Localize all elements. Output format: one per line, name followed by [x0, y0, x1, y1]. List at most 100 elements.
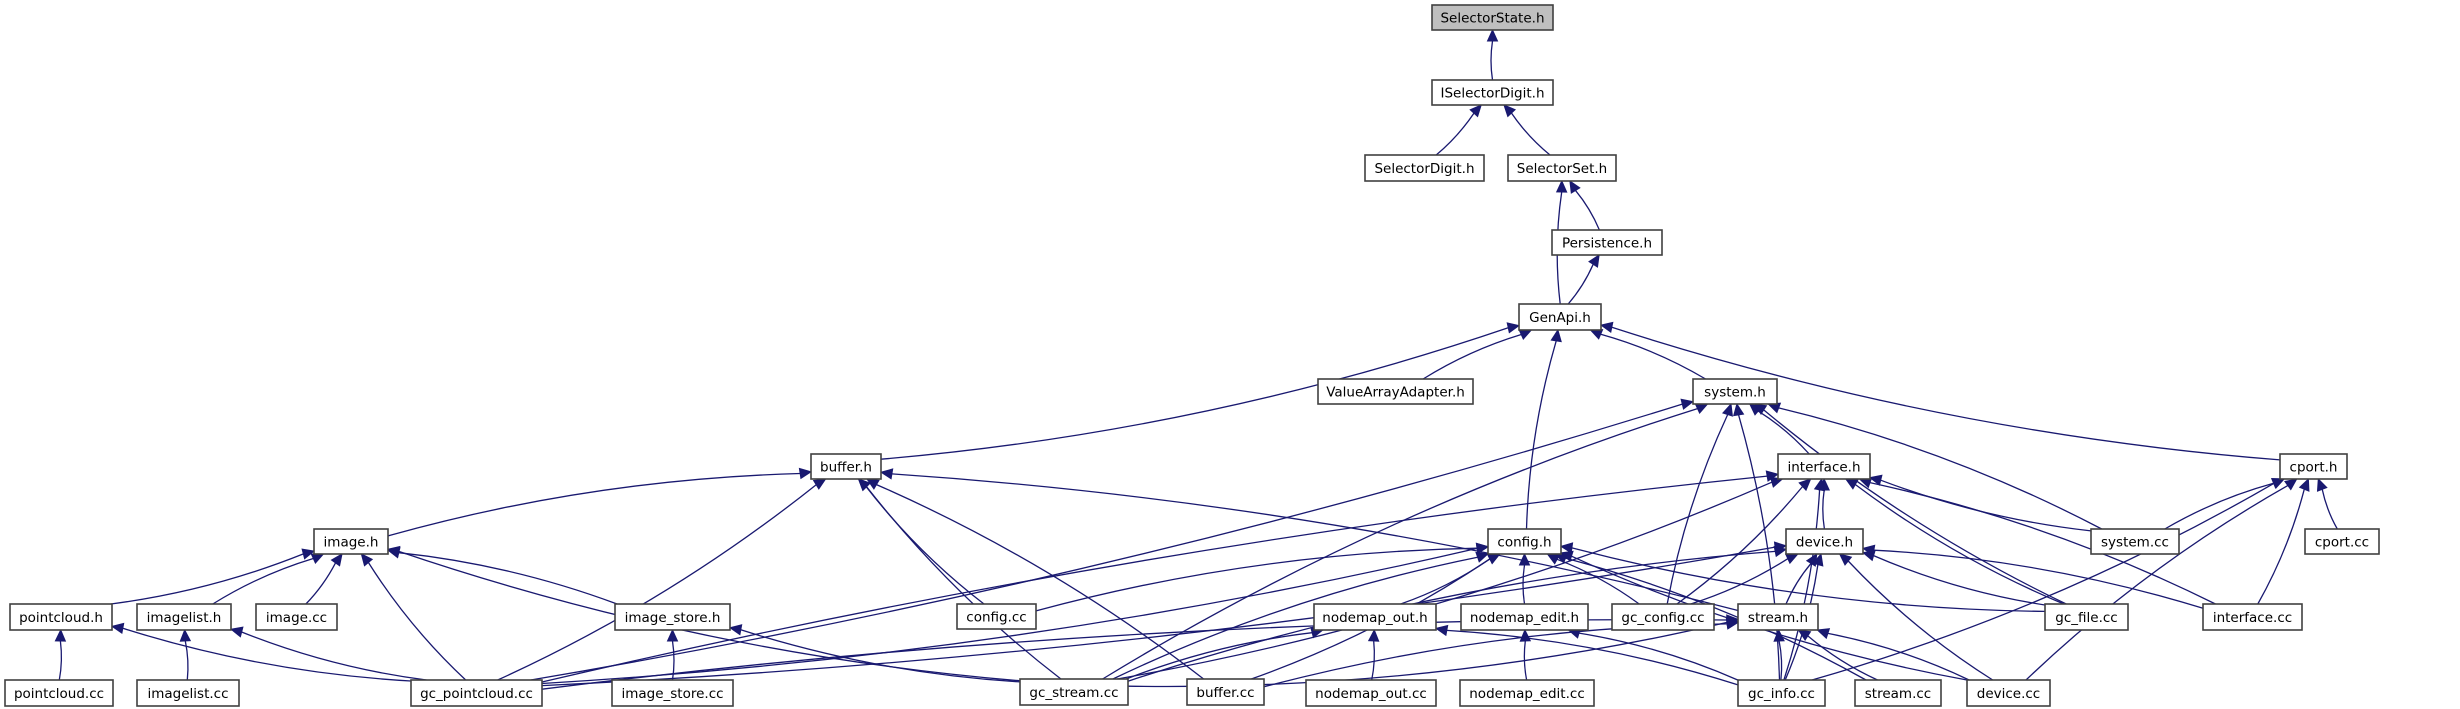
node-gc-info-cc[interactable]: gc_info.cc: [1737, 679, 1826, 707]
edge-line: [398, 552, 618, 605]
arrowhead-icon: [1844, 478, 1859, 490]
node-label: gc_stream.cc: [1029, 685, 1118, 701]
node-config-h[interactable]: config.h: [1487, 528, 1562, 555]
arrowhead-icon: [1559, 542, 1574, 554]
edge-gc-config-cc-to-device-h: [1690, 553, 1799, 605]
node-label: image_store.h: [625, 610, 721, 626]
node-label: device.h: [1796, 535, 1853, 551]
node-box: [1785, 528, 1864, 555]
arrowhead-icon: [1868, 474, 1883, 486]
node-selectorset-h[interactable]: SelectorSet.h: [1507, 154, 1617, 182]
arrowhead-icon: [1725, 618, 1740, 630]
arrowhead-icon: [1798, 478, 1812, 492]
arrowhead-icon: [1753, 403, 1768, 416]
node-valuearrayadapter-h[interactable]: ValueArrayAdapter.h: [1317, 378, 1474, 405]
node-box: [956, 603, 1037, 630]
edge-iselectordigit-h-to-selectorstate-h: [1486, 28, 1499, 81]
node-pointcloud-h[interactable]: pointcloud.h: [9, 603, 113, 631]
edge-line: [398, 550, 1021, 682]
arrowhead-icon: [1784, 553, 1799, 565]
edge-line: [1263, 623, 1728, 688]
node-device-cc[interactable]: device.cc: [1966, 679, 2051, 707]
node-nodemap-out-cc[interactable]: nodemap_out.cc: [1305, 679, 1437, 707]
node-buffer-cc[interactable]: buffer.cc: [1186, 678, 1265, 706]
edge-line: [1435, 112, 1475, 156]
node-image-store-cc[interactable]: image_store.cc: [611, 679, 734, 707]
node-label: pointcloud.cc: [14, 686, 104, 702]
node-label: buffer.cc: [1196, 685, 1254, 701]
edge-config-h-to-genapi-h: [1525, 328, 1562, 530]
arrowhead-icon: [1518, 329, 1533, 341]
node-label: imagelist.h: [147, 610, 222, 626]
node-box: [1431, 4, 1554, 31]
edge-line: [1611, 326, 2281, 461]
edge-line: [1666, 414, 1729, 605]
edge-line: [184, 640, 189, 681]
node-gc-pointcloud-cc[interactable]: gc_pointcloud.cc: [410, 679, 543, 707]
arrowhead-icon: [1469, 104, 1483, 118]
arrowhead-icon: [110, 622, 125, 635]
edge-line: [2164, 482, 2274, 530]
arrowhead-icon: [1589, 329, 1604, 340]
edge-image-store-cc-to-image-store-h: [666, 628, 679, 681]
edge-gc-stream-cc-to-image-h: [386, 545, 1021, 682]
arrowhead-icon: [857, 478, 871, 492]
node-interface-cc[interactable]: interface.cc: [2202, 603, 2303, 631]
arrowhead-icon: [1816, 628, 1831, 640]
edge-line: [1785, 562, 1812, 605]
node-pointcloud-cc[interactable]: pointcloud.cc: [4, 679, 114, 707]
node-genapi-h[interactable]: GenApi.h: [1518, 303, 1602, 331]
edge-gc-file-cc-to-device-h: [1861, 550, 2046, 606]
node-imagelist-cc[interactable]: imagelist.cc: [136, 679, 240, 707]
edge-line: [1125, 632, 1313, 680]
node-selectordigit-h[interactable]: SelectorDigit.h: [1364, 154, 1485, 182]
node-box: [2090, 528, 2180, 555]
node-image-cc[interactable]: image.cc: [255, 603, 338, 631]
node-buffer-h[interactable]: buffer.h: [810, 453, 882, 480]
edge-gc-stream-cc-to-buffer-h: [857, 478, 1062, 680]
node-label: nodemap_edit.cc: [1469, 686, 1585, 702]
edge-line: [1490, 40, 1494, 81]
node-interface-h[interactable]: interface.h: [1777, 453, 1871, 480]
arrowhead-icon: [2271, 478, 2286, 489]
node-image-store-h[interactable]: image_store.h: [614, 603, 731, 631]
node-cport-h[interactable]: cport.h: [2279, 453, 2348, 480]
node-gc-stream-cc[interactable]: gc_stream.cc: [1019, 678, 1129, 706]
node-system-h[interactable]: system.h: [1692, 378, 1778, 405]
edge-line: [1112, 556, 1478, 680]
node-box: [1364, 154, 1485, 182]
edge-line: [110, 553, 304, 605]
node-device-h[interactable]: device.h: [1785, 528, 1864, 555]
edge-line: [1827, 632, 1970, 681]
edge-line: [1117, 481, 1773, 680]
edge-nodemap-edit-h-to-config-h: [1518, 552, 1531, 605]
node-image-h[interactable]: image.h: [313, 528, 389, 555]
node-box: [4, 679, 114, 707]
node-cport-cc[interactable]: cport.cc: [2304, 528, 2380, 555]
node-system-cc[interactable]: system.cc: [2090, 528, 2180, 555]
node-box: [1460, 603, 1589, 631]
nodes-layer: SelectorState.hISelectorDigit.hSelectorD…: [4, 4, 2380, 707]
edge-line: [1371, 640, 1376, 681]
node-stream-h[interactable]: stream.h: [1737, 603, 1819, 631]
node-label: nodemap_out.cc: [1315, 686, 1427, 702]
edge-line: [876, 484, 1204, 680]
arrowhead-icon: [1486, 28, 1499, 42]
node-gc-config-cc[interactable]: gc_config.cc: [1611, 603, 1715, 631]
node-gc-file-cc[interactable]: gc_file.cc: [2044, 603, 2129, 631]
node-nodemap-edit-cc[interactable]: nodemap_edit.cc: [1459, 679, 1595, 707]
node-label: imagelist.cc: [147, 686, 228, 702]
edge-line: [58, 640, 63, 681]
edge-line: [891, 473, 1739, 612]
node-config-cc[interactable]: config.cc: [956, 603, 1037, 630]
node-stream-cc[interactable]: stream.cc: [1854, 679, 1942, 707]
node-nodemap-edit-h[interactable]: nodemap_edit.h: [1460, 603, 1589, 631]
edge-stream-h-to-buffer-h: [879, 468, 1739, 612]
node-imagelist-h[interactable]: imagelist.h: [136, 603, 232, 631]
node-persistence-h[interactable]: Persistence.h: [1551, 229, 1663, 256]
node-box: [2304, 528, 2380, 555]
edge-gc-pointcloud-cc-to-imagelist-h: [229, 626, 427, 681]
node-nodemap-out-h[interactable]: nodemap_out.h: [1313, 603, 1437, 631]
node-iselectordigit-h[interactable]: ISelectorDigit.h: [1431, 79, 1554, 106]
arrowhead-icon: [798, 467, 813, 480]
